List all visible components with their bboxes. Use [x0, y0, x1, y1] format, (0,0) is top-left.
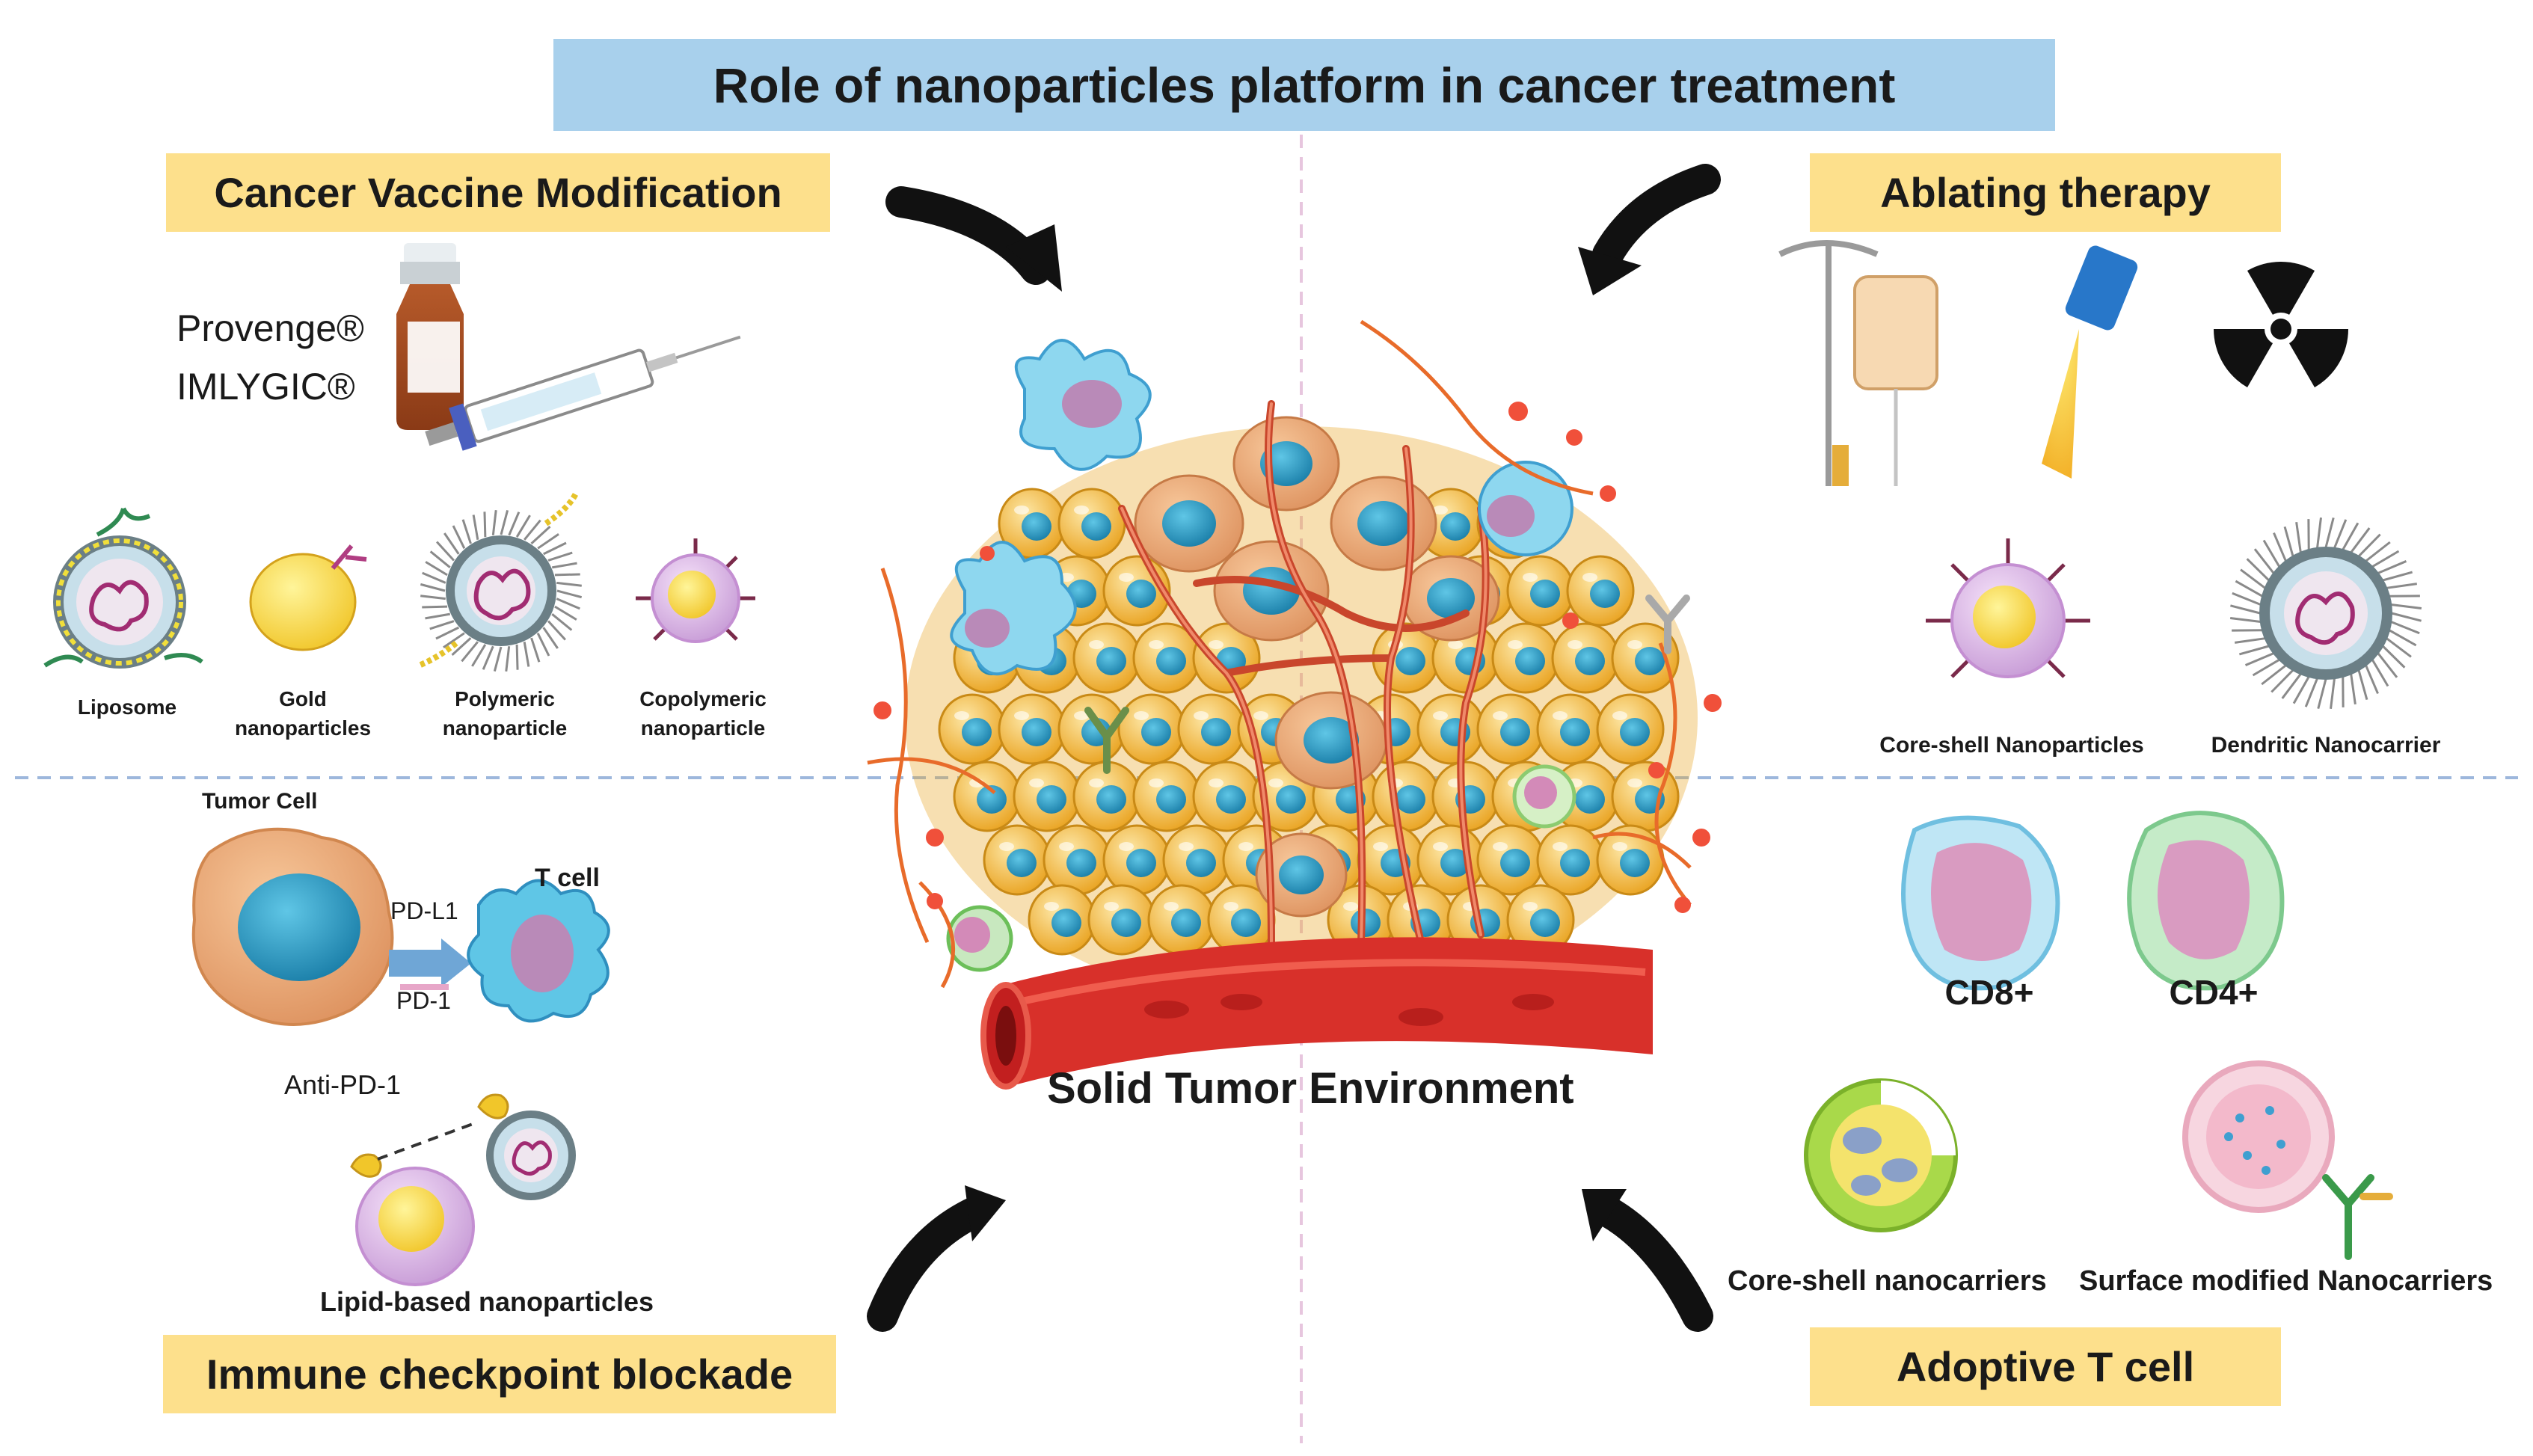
label-tumor-cell: Tumor Cell	[202, 789, 318, 814]
label-core-shell-nanoparticles: Core-shell Nanoparticles	[1879, 733, 2144, 758]
tumor-cell	[1102, 824, 1171, 896]
tumor-cell	[998, 693, 1066, 765]
diagram-title: Role of nanoparticles platform in cancer…	[553, 39, 2055, 131]
heading-immune-checkpoint: Immune checkpoint blockade	[163, 1335, 836, 1413]
tumor-cell	[1028, 884, 1096, 956]
tumor-cell	[1162, 824, 1231, 896]
arrow-top-left	[885, 186, 1062, 292]
tumor-cell	[1596, 824, 1665, 896]
heading-cancer-vaccine: Cancer Vaccine Modification	[166, 153, 830, 232]
tumor-cell	[1132, 761, 1201, 832]
label-t-cell: T cell	[535, 864, 600, 892]
tumor-cell	[1057, 488, 1126, 559]
tumor-cell	[1566, 555, 1635, 627]
t-cell-illustration	[467, 879, 610, 1023]
tumor-cell	[1506, 555, 1575, 627]
tumor-cell	[1372, 761, 1440, 832]
heading-adoptive-t-cell: Adoptive T cell	[1810, 1327, 2281, 1406]
tumor-cell	[1192, 761, 1261, 832]
liposome-illustration	[43, 507, 203, 669]
tumor-cell	[1132, 622, 1201, 694]
tumor-cell	[1357, 824, 1425, 896]
tumor-cell	[1491, 622, 1560, 694]
label-liposome: Liposome	[77, 695, 177, 719]
label-dendritic-nanocarrier: Dendritic Nanocarrier	[2211, 733, 2441, 758]
tumor-cell	[1043, 824, 1111, 896]
blood-vessel	[980, 937, 1653, 1090]
dendritic-nanocarrier-illustration	[2229, 517, 2422, 710]
tumor-cell	[1611, 622, 1680, 694]
vial-icon	[396, 243, 464, 430]
label-cd4: CD4+	[2169, 973, 2259, 1012]
label-gold-nanoparticles: Gold nanoparticles	[234, 687, 372, 740]
core-shell-nanoparticle-illustration	[1926, 538, 2090, 678]
radiation-icon	[2214, 261, 2348, 396]
syringe-icon	[425, 335, 741, 451]
copolymeric-nanoparticle-illustration	[636, 538, 755, 643]
nanoparticle-right	[1512, 764, 1576, 829]
label-core-shell-nanocarriers: Core-shell nanocarriers	[1728, 1265, 2047, 1297]
label-lipid-based-nanoparticles: Lipid-based nanoparticles	[320, 1286, 654, 1317]
tumor-cell	[983, 824, 1051, 896]
dividing-cancer-cells	[1134, 416, 1500, 918]
tumor-cell	[1536, 693, 1605, 765]
dendritic-cell-top	[1014, 339, 1152, 471]
tumor-cell	[1117, 693, 1186, 765]
tumor-cell	[1087, 884, 1156, 956]
tumor-cell	[1596, 693, 1665, 765]
laser-icon	[2042, 245, 2138, 479]
tumor-cell	[1072, 761, 1141, 832]
core-shell-nanocarrier-illustration	[1804, 1078, 1958, 1232]
tumor-cell	[1072, 622, 1141, 694]
label-anti-pd-1: Anti-PD-1	[284, 1069, 402, 1100]
tumor-cell	[1476, 824, 1545, 896]
antibody-tumor-right	[1645, 595, 1690, 654]
cd8-cell-illustration	[1901, 815, 2060, 991]
polymeric-nanoparticle-illustration	[417, 492, 583, 672]
tumor-cell	[1506, 884, 1575, 956]
lipid-nanoparticle-illustration	[350, 1153, 475, 1286]
arrow-top-right	[1578, 164, 1721, 295]
gold-nanoparticle-illustration	[249, 544, 367, 651]
iv-drip-icon	[1778, 240, 1938, 486]
antibody-liposome-illustration	[377, 1093, 576, 1200]
red-dots	[873, 402, 1722, 913]
label-solid-tumor-environment: Solid Tumor Environment	[1047, 1064, 1574, 1113]
label-surface-modified-nanocarriers: Surface modified Nanocarriers	[2079, 1265, 2493, 1297]
nanoparticle-left	[946, 905, 1013, 972]
label-pd-l1: PD-L1	[390, 897, 458, 924]
tumor-cell	[1147, 884, 1216, 956]
surface-modified-nanocarrier-illustration	[2182, 1060, 2393, 1260]
solid-tumor-illustration	[867, 319, 1722, 1090]
drug-label-provenge: Provenge®	[176, 307, 364, 349]
tumor-cell	[1476, 693, 1545, 765]
immune-cell-right	[1478, 461, 1573, 556]
tumor-cell	[1551, 622, 1620, 694]
label-copolymeric-nanoparticle: Copolymeric nanoparticle	[639, 687, 767, 740]
antibody-tumor-left	[1084, 707, 1129, 774]
drug-label-imlygic: IMLYGIC®	[176, 366, 355, 408]
label-cd8: CD8+	[1944, 973, 2034, 1012]
pd1-pdl1-arrow	[389, 939, 471, 990]
heading-ablating-therapy: Ablating therapy	[1810, 153, 2281, 232]
label-pd-1: PD-1	[396, 987, 451, 1014]
tumor-cell	[938, 693, 1007, 765]
arrow-bottom-left	[867, 1185, 1006, 1332]
cd4-cell-illustration	[2127, 811, 2285, 991]
tumor-cell-illustration	[191, 827, 394, 1026]
arrow-bottom-right	[1582, 1189, 1713, 1332]
tumor-cell	[1416, 693, 1485, 765]
label-polymeric-nanoparticle: Polymeric nanoparticle	[442, 687, 568, 740]
tumor-cell	[1177, 693, 1246, 765]
tumor-cell	[1013, 761, 1081, 832]
